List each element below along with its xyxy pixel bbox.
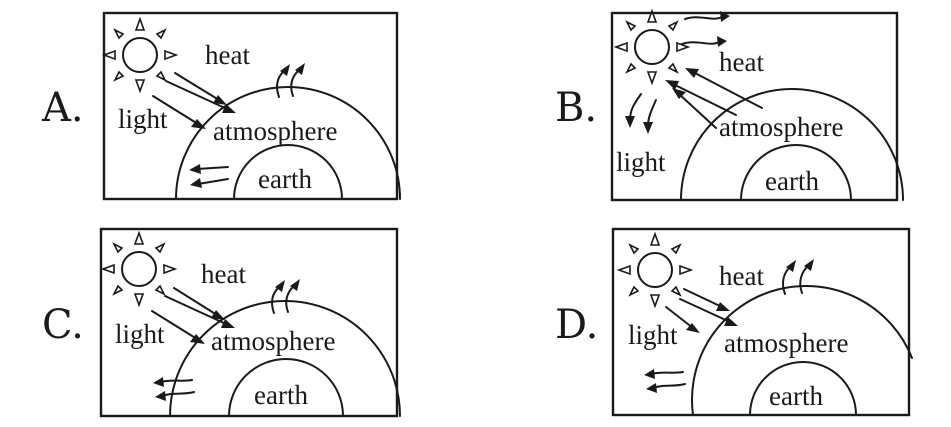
earth-arc — [740, 144, 852, 201]
arrow-icon — [174, 72, 227, 105]
arrow-icon — [625, 93, 642, 128]
earth-arc — [233, 144, 343, 200]
arrow-icon — [679, 298, 738, 326]
arrow-icon — [276, 64, 290, 98]
atmosphere-arc — [175, 86, 401, 200]
arrow-icon — [799, 259, 814, 294]
earth-arc — [749, 361, 857, 416]
option-a: A. heat light atmosphere earth — [41, 11, 401, 201]
arrow-icon — [151, 310, 205, 344]
arrow-icon — [643, 99, 657, 134]
arrow-icon — [644, 369, 684, 379]
arrow-icon — [646, 383, 686, 393]
arrow-icon — [152, 95, 206, 129]
heat-label: heat — [205, 40, 250, 70]
option-letter: C. — [42, 302, 84, 348]
arrow-icon — [155, 391, 195, 401]
arrow-icon — [271, 280, 285, 314]
arrow-icon — [681, 36, 727, 47]
earth-label: earth — [769, 381, 823, 411]
arrow-icon — [153, 377, 193, 387]
arrow-icon — [782, 260, 796, 295]
arrow-icon — [290, 63, 305, 97]
atmosphere-label: atmosphere — [211, 326, 335, 356]
heat-label: heat — [201, 259, 246, 289]
arrow-icon — [190, 178, 229, 188]
option-d: D. heat light atmosphere earth — [555, 227, 913, 417]
light-label: light — [628, 320, 678, 350]
arrow-icon — [672, 88, 717, 129]
atmosphere-label: atmosphere — [724, 328, 848, 358]
atmosphere-label: atmosphere — [213, 116, 337, 146]
earth-label: earth — [765, 166, 819, 196]
arrow-icon — [189, 164, 229, 174]
light-label: light — [115, 319, 165, 349]
option-letter: D. — [555, 302, 598, 348]
arrow-icon — [685, 68, 763, 109]
atmosphere-arc — [691, 285, 913, 416]
arrow-icon — [684, 11, 730, 22]
sun-icon — [100, 230, 178, 308]
atmosphere-arc — [680, 88, 904, 201]
earth-arc — [228, 358, 344, 417]
heat-label: heat — [719, 261, 764, 291]
light-label: light — [616, 147, 666, 177]
arrow-icon — [173, 287, 225, 320]
sun-icon — [613, 8, 691, 86]
option-c: C. heat light atmosphere earth — [42, 227, 401, 418]
option-letter: B. — [555, 85, 597, 131]
atmosphere-arc — [169, 300, 401, 417]
arrow-icon — [665, 80, 737, 116]
sun-icon — [616, 231, 694, 309]
arrow-icon — [285, 279, 300, 313]
arrow-icon — [165, 80, 236, 113]
option-b: B. heat light atmosphere earth — [555, 8, 904, 202]
light-label: light — [118, 104, 168, 134]
arrow-icon — [665, 306, 700, 333]
atmosphere-label: atmosphere — [719, 112, 843, 142]
heat-label: heat — [719, 47, 764, 77]
option-letter: A. — [41, 85, 84, 131]
sun-icon — [101, 16, 179, 94]
arrow-icon — [164, 295, 235, 328]
earth-label: earth — [258, 164, 312, 194]
arrow-icon — [683, 288, 730, 311]
earth-label: earth — [254, 380, 308, 410]
